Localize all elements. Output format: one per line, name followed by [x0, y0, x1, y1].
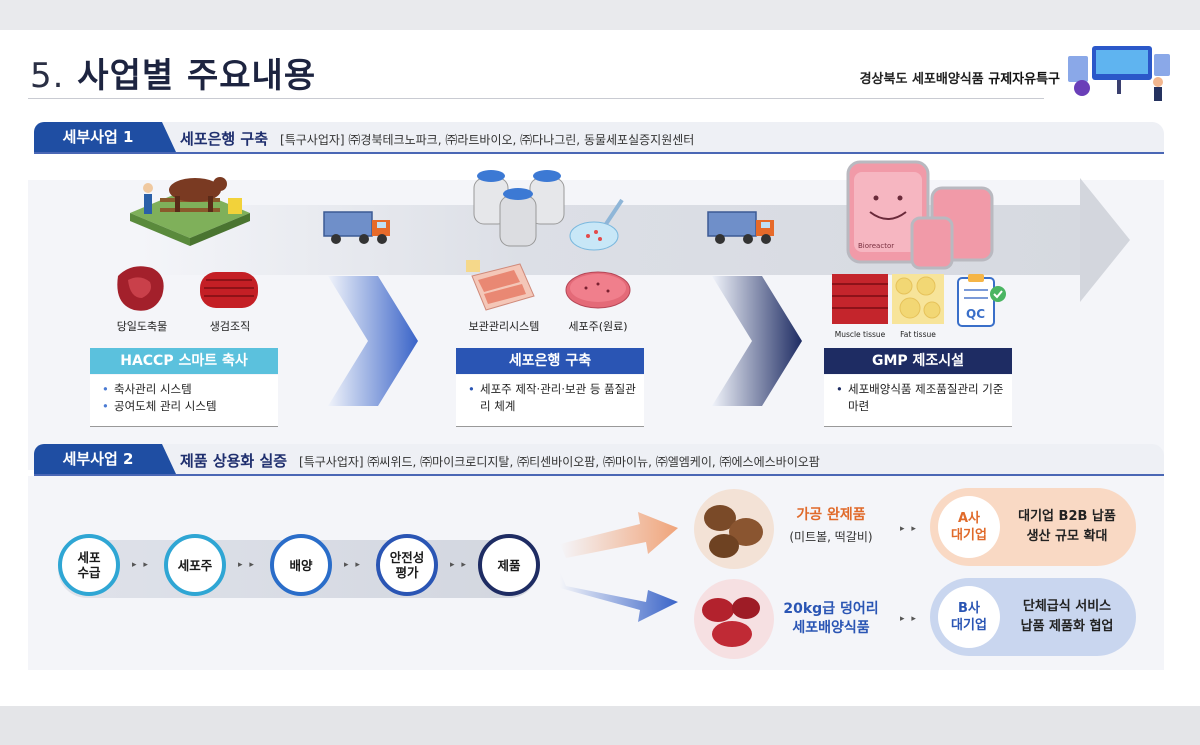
- caption-slaughter: 당일도축물: [116, 320, 168, 333]
- page-title: 5. 사업별 주요내용: [30, 48, 316, 97]
- haccp-box: HACCP 스마트 축사: [90, 348, 278, 374]
- branch-arrows-icon: [560, 512, 678, 622]
- section1-tab: 세부사업 1: [34, 122, 176, 152]
- outcome-arrow: ▸ ▸: [900, 614, 918, 624]
- outcome-arrow: ▸ ▸: [900, 524, 918, 534]
- storage-system-icon: [466, 260, 535, 311]
- haccp-bullets: 축사관리 시스템 공여도체 관리 시스템: [90, 375, 278, 427]
- company-a-badge: A사 대기업: [938, 496, 1000, 558]
- qc-label: QC: [966, 307, 985, 321]
- gmp-box: GMP 제조시설: [824, 348, 1012, 374]
- outcome2-desc: 단체급식 서비스 납품 제품화 협업: [1020, 599, 1114, 634]
- section2-participants: [특구사업자] ㈜씨위드, ㈜마이크로디지탈, ㈜티센바이오팜, ㈜마이뉴, ㈜…: [299, 455, 820, 469]
- section1-participants: [특구사업자] ㈜경북테크노파크, ㈜라트바이오, ㈜다나그린, 동물세포실증지…: [280, 133, 695, 147]
- caption-muscle-tissue: Muscle tissue: [834, 330, 886, 339]
- brand-prefix: 경상북도 세포배양식품: [859, 72, 989, 87]
- outcome2-pill: B사 대기업 단체급식 서비스 납품 제품화 협업: [930, 578, 1136, 656]
- fat-tissue-sample-icon: [892, 274, 944, 324]
- outcome2-title: 20kg급 덩어리 세포배양식품: [783, 601, 879, 636]
- caption-fat-tissue: Fat tissue: [900, 330, 936, 339]
- company-b-badge: B사 대기업: [938, 586, 1000, 648]
- outcome1-sub: (미트볼, 떡갈비): [778, 528, 884, 547]
- cellbank-box: 세포은행 구축: [456, 348, 644, 374]
- outcome1-sub-text: (미트볼, 떡갈비): [789, 530, 873, 544]
- qc-clipboard-icon: QC: [957, 274, 1006, 327]
- muscle-tissue-icon: [200, 272, 258, 308]
- cellbank-bullets: 세포주 제작·관리·보관 등 품질관리 체계: [456, 375, 644, 427]
- step-culture: 배양: [270, 534, 332, 596]
- section2-underline: [34, 474, 1164, 476]
- cattle-farm-icon: [130, 177, 250, 246]
- title-number: 5.: [30, 56, 65, 96]
- truck-icon: [707, 211, 774, 244]
- section1-heading: 세포은행 구축 [특구사업자] ㈜경북테크노파크, ㈜라트바이오, ㈜다나그린, …: [180, 128, 694, 149]
- caption-biopsy: 생검조직: [209, 320, 251, 333]
- section2-heading-text: 제품 상용화 실증: [180, 452, 288, 470]
- cryo-tanks-icon: [473, 170, 565, 247]
- section2-tab: 세부사업 2: [34, 444, 176, 474]
- header-illustration-icon: [1068, 46, 1170, 101]
- outcome1-title: 가공 완제품: [796, 507, 866, 523]
- title-divider: [28, 98, 1044, 99]
- chevron-right-icon: [712, 276, 802, 406]
- title-text: 사업별 주요내용: [77, 56, 317, 96]
- raw-meat-chunks-icon: [694, 579, 774, 659]
- bioreactor-label: Bioreactor: [858, 242, 894, 250]
- step-arrow: ▸ ▸: [238, 560, 256, 570]
- bullet-item: 세포배양식품 제조품질관리 기준 마련: [836, 381, 1004, 415]
- caption-cell-line: 세포주(원료): [568, 320, 628, 333]
- caption-storage-system: 보관관리시스템: [468, 320, 540, 333]
- flow-arrowhead-icon: [1080, 178, 1130, 302]
- footer-band: [0, 706, 1200, 745]
- petri-dish-icon: [569, 198, 624, 251]
- step-safety-eval: 안전성 평가: [376, 534, 438, 596]
- section1-underline: [34, 152, 1164, 154]
- bullet-item: 세포주 제작·관리·보관 등 품질관리 체계: [468, 381, 636, 415]
- step-arrow: ▸ ▸: [132, 560, 150, 570]
- truck-icon: [323, 211, 390, 244]
- brand-label: 경상북도 세포배양식품 규제자유특구: [860, 68, 1060, 87]
- brand-bold: 규제자유특구: [988, 72, 1060, 87]
- step-cell-line: 세포주: [164, 534, 226, 596]
- chevron-right-icon: [328, 276, 418, 406]
- section2-heading: 제품 상용화 실증 [특구사업자] ㈜씨위드, ㈜마이크로디지탈, ㈜티센바이오팜…: [180, 450, 820, 471]
- cell-line-dish-icon: [565, 271, 631, 309]
- meatball-food-icon: [694, 489, 774, 569]
- raw-meat-icon: [117, 266, 164, 311]
- bioreactor-icon: Bioreactor: [846, 160, 994, 270]
- outcome1-pill: A사 대기업 대기업 B2B 납품 생산 규모 확대: [930, 488, 1136, 566]
- step-arrow: ▸ ▸: [344, 560, 362, 570]
- section2-header: 세부사업 2 제품 상용화 실증 [특구사업자] ㈜씨위드, ㈜마이크로디지탈, …: [28, 444, 1164, 476]
- section2-header-bg: [162, 444, 1164, 474]
- section1-heading-text: 세포은행 구축: [180, 130, 269, 148]
- outcome1-desc: 대기업 B2B 납품 생산 규모 확대: [1018, 509, 1116, 544]
- gmp-bullets: 세포배양식품 제조품질관리 기준 마련: [824, 375, 1012, 427]
- step-cell-supply: 세포 수급: [58, 534, 120, 596]
- step-arrow: ▸ ▸: [450, 560, 468, 570]
- muscle-tissue-sample-icon: [832, 274, 888, 324]
- bullet-item: 축사관리 시스템: [102, 381, 270, 398]
- section1-header-bg: [162, 122, 1164, 152]
- section1-header: 세부사업 1 세포은행 구축 [특구사업자] ㈜경북테크노파크, ㈜라트바이오, …: [28, 122, 1164, 154]
- bullet-item: 공여도체 관리 시스템: [102, 398, 270, 415]
- step-product: 제품: [478, 534, 540, 596]
